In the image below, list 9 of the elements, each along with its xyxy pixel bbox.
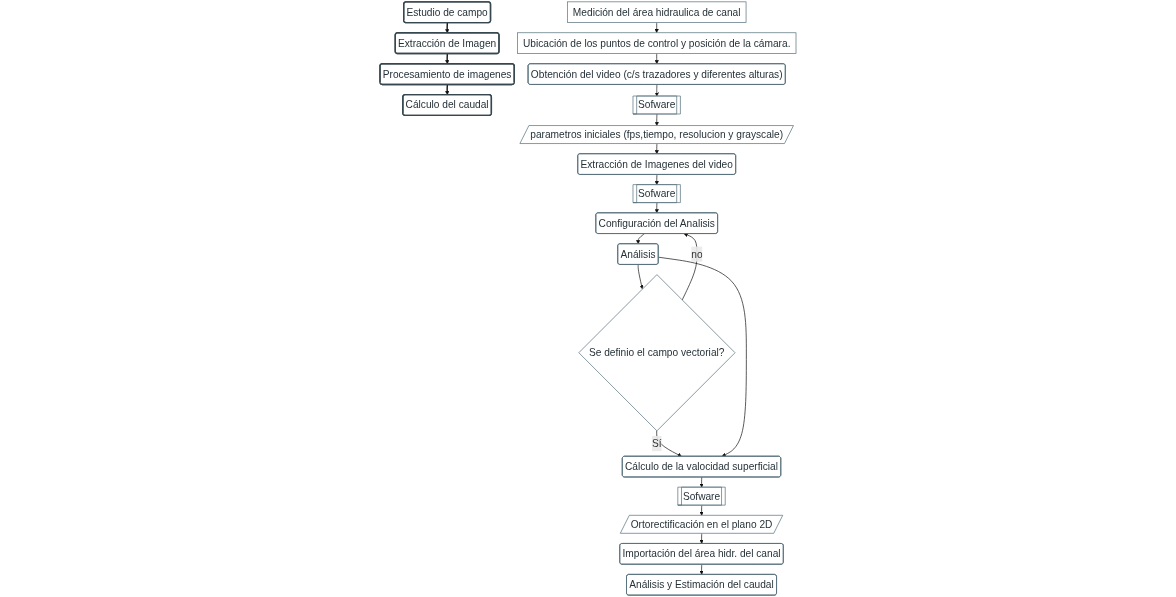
arrow — [445, 22, 450, 34]
node-box: Ubicación de los puntos de control y posición de la cámara. — [517, 32, 797, 54]
arrow — [445, 53, 450, 65]
edge-label: no — [691, 248, 703, 260]
edge-label: Sí — [651, 437, 662, 450]
arrow — [445, 84, 450, 96]
node-diamond: Se definio el campo vectorial? — [578, 274, 736, 432]
node-box: Medición del área hidraulica de canal — [567, 1, 747, 23]
node-box: parametros iniciales (fps,tiempo, resolucion y grayscale) — [519, 125, 794, 144]
